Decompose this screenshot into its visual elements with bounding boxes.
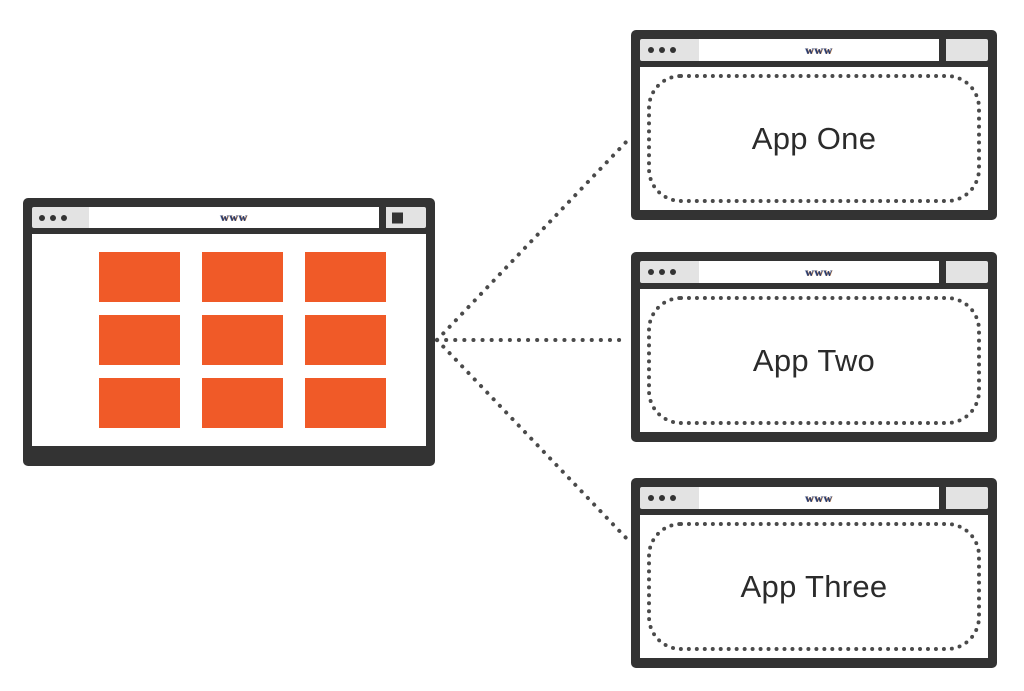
app-one-label: App One: [751, 120, 877, 156]
toolbar-separator: [939, 39, 946, 61]
app-three-address-bar[interactable]: www: [699, 487, 939, 509]
app-window-one[interactable]: www App One: [631, 30, 997, 220]
traffic-light-dot-icon: [670, 269, 676, 275]
main-window-content: [32, 234, 426, 446]
app-tile[interactable]: [201, 252, 283, 302]
app-one-tab[interactable]: [640, 39, 683, 61]
main-window-controls[interactable]: [386, 207, 426, 228]
toolbar-separator: [939, 261, 946, 283]
connector-to-app-one: [435, 138, 630, 342]
app-two-label: App Two: [752, 342, 876, 378]
app-three-toolbar[interactable]: www: [640, 487, 988, 509]
app-tile[interactable]: [98, 252, 180, 302]
traffic-light-dot-icon: [659, 269, 665, 275]
app-tile[interactable]: [304, 252, 386, 302]
app-two-dotted-region: App Two: [647, 296, 981, 425]
app-three-content: App Three: [640, 515, 988, 658]
app-three-controls[interactable]: [946, 487, 988, 509]
app-tile[interactable]: [304, 378, 386, 428]
app-three-dotted-region: App Three: [647, 522, 981, 651]
traffic-light-dot-icon: [39, 214, 45, 221]
app-one-address-bar[interactable]: www: [699, 39, 939, 61]
app-tile[interactable]: [98, 315, 180, 365]
app-two-toolbar[interactable]: www: [640, 261, 988, 283]
app-window-three[interactable]: www App Three: [631, 478, 997, 668]
app-tile-grid: [32, 234, 426, 446]
toolbar-separator: [939, 487, 946, 509]
main-browser-window[interactable]: www: [23, 198, 435, 466]
traffic-light-dot-icon: [61, 214, 67, 221]
address-bar-label: www: [805, 264, 833, 279]
address-bar-label: www: [805, 42, 833, 57]
square-icon[interactable]: [392, 212, 403, 223]
app-two-content: App Two: [640, 289, 988, 432]
app-tile[interactable]: [201, 378, 283, 428]
traffic-light-dot-icon: [648, 47, 654, 53]
address-bar-label: www: [220, 210, 248, 224]
main-window-address-bar[interactable]: www: [89, 207, 379, 228]
app-three-tab[interactable]: [640, 487, 683, 509]
traffic-light-dot-icon: [670, 47, 676, 53]
app-one-controls[interactable]: [946, 39, 988, 61]
traffic-light-dot-icon: [648, 269, 654, 275]
traffic-light-dot-icon: [648, 495, 654, 501]
app-three-tab-filler: [683, 487, 699, 509]
traffic-light-dot-icon: [50, 214, 56, 221]
app-tile[interactable]: [201, 315, 283, 365]
app-tile[interactable]: [304, 315, 386, 365]
app-three-label: App Three: [740, 568, 888, 604]
app-two-tab[interactable]: [640, 261, 683, 283]
address-bar-label: www: [805, 490, 833, 505]
app-one-tab-filler: [683, 39, 699, 61]
app-one-toolbar[interactable]: www: [640, 39, 988, 61]
main-window-tab[interactable]: [32, 207, 73, 228]
connector-to-app-three: [435, 338, 630, 542]
main-window-tab-filler: [73, 207, 89, 228]
app-two-address-bar[interactable]: www: [699, 261, 939, 283]
traffic-light-dot-icon: [670, 495, 676, 501]
traffic-light-dot-icon: [659, 495, 665, 501]
app-window-two[interactable]: www App Two: [631, 252, 997, 442]
main-window-toolbar[interactable]: www: [32, 207, 426, 228]
app-one-dotted-region: App One: [647, 74, 981, 203]
app-tile[interactable]: [98, 378, 180, 428]
traffic-light-dot-icon: [659, 47, 665, 53]
app-one-content: App One: [640, 67, 988, 210]
toolbar-separator: [379, 207, 386, 228]
app-two-tab-filler: [683, 261, 699, 283]
app-two-controls[interactable]: [946, 261, 988, 283]
